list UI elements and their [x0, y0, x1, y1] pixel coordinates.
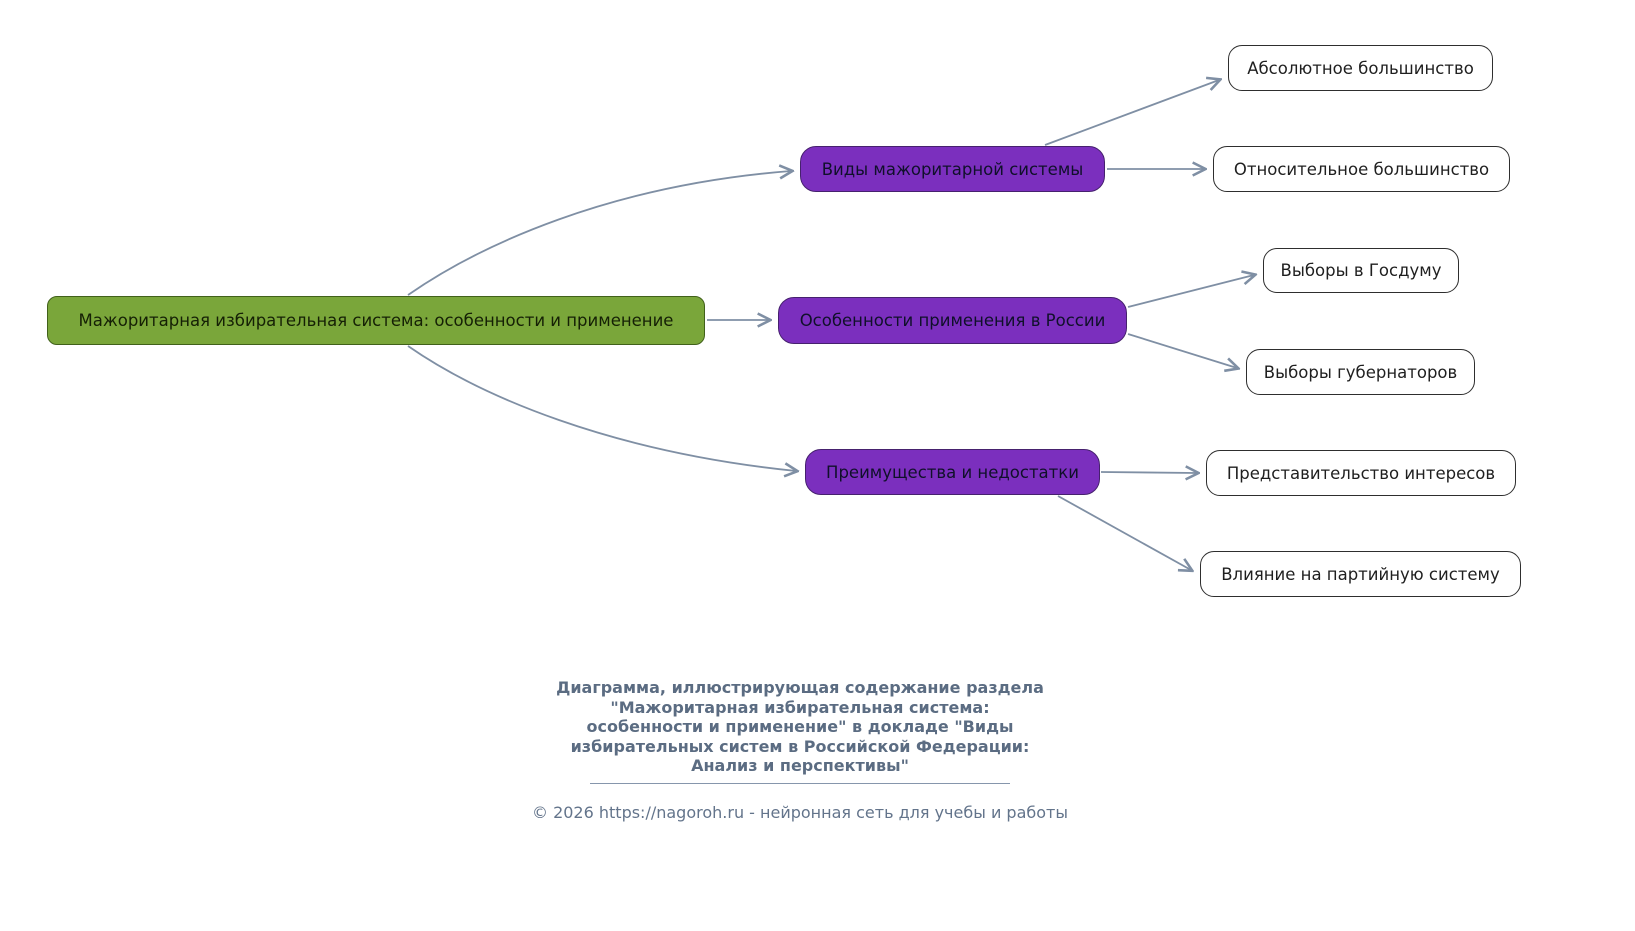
footer-link[interactable]: https://nagoroh.ru — [598, 803, 745, 822]
node-leaf-relative-majority: Относительное большинство — [1213, 146, 1510, 192]
node-leaf-party-system-influence: Влияние на партийную систему — [1200, 551, 1521, 597]
edge-russia-to-governors — [1127, 333, 1237, 368]
node-leaf-absolute-majority: Абсолютное большинство — [1228, 45, 1493, 91]
node-leaf-interest-representation: Представительство интересов — [1206, 450, 1516, 496]
edge-pros-to-representation — [1100, 472, 1197, 473]
node-leaf-duma-elections: Выборы в Госдуму — [1263, 248, 1459, 293]
edge-root-to-branch-pros-cons — [407, 345, 796, 471]
footer-copyright: © 2026 — [531, 803, 599, 822]
edge-russia-to-duma — [1127, 275, 1254, 308]
footer-tagline: - нейронная сеть для учебы и работы — [744, 803, 1068, 822]
node-root: Мажоритарная избирательная система: особ… — [47, 296, 705, 345]
node-branch-russia: Особенности применения в России — [778, 297, 1127, 344]
edge-root-to-branch-types — [407, 171, 791, 296]
caption-divider — [590, 783, 1010, 784]
node-branch-pros-cons: Преимущества и недостатки — [805, 449, 1100, 495]
node-branch-types: Виды мажоритарной системы — [800, 146, 1105, 192]
edge-types-to-absolute — [1044, 80, 1219, 146]
node-leaf-governor-elections: Выборы губернаторов — [1246, 349, 1475, 395]
diagram-caption: Диаграмма, иллюстрирующая содержание раз… — [556, 678, 1044, 775]
footer-credit: © 2026 https://nagoroh.ru - нейронная се… — [400, 803, 1200, 822]
edge-pros-to-party-system — [1057, 495, 1191, 570]
